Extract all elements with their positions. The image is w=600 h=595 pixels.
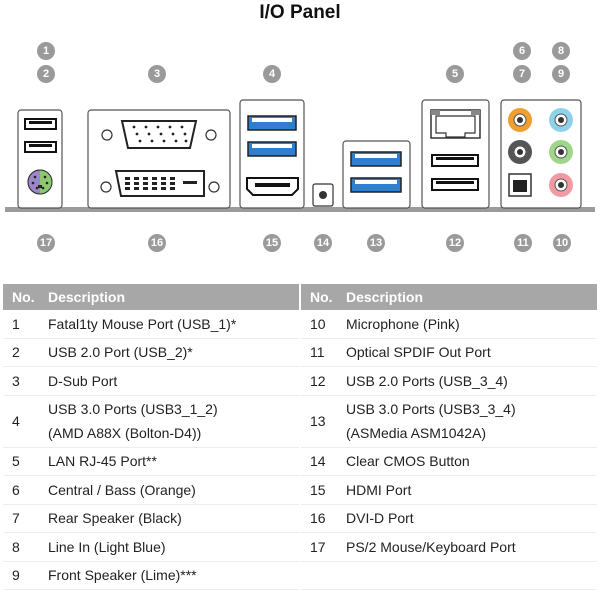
row-description: Rear Speaker (Black) [48, 510, 182, 527]
row-no: 3 [12, 372, 20, 389]
row-no: 9 [12, 567, 20, 584]
row-description: DVI-D Port [346, 510, 414, 527]
io-panel-diagram: 1 2 3 4 5 6 7 8 9 10 11 12 13 14 15 16 1… [0, 38, 600, 266]
callout-10: 10 [553, 234, 571, 252]
audio-stack [500, 99, 582, 209]
table-row: 16 DVI-D Port [301, 505, 597, 533]
row-description: HDMI Port [346, 481, 412, 498]
table-header: No. Description [3, 284, 299, 310]
table-header: No. Description [301, 284, 597, 310]
io-panel-illustration [5, 99, 595, 212]
table-row: 4 USB 3.0 Ports (USB3_1_2) (AMD A88X (Bolt… [3, 396, 299, 448]
header-no: No. [12, 289, 35, 305]
row-description: LAN RJ-45 Port** [48, 453, 157, 470]
table-row: 7 Rear Speaker (Black) [3, 505, 299, 533]
row-no: 1 [12, 315, 20, 332]
table-row: 13 USB 3.0 Ports (USB3_3_4) (ASMedia ASM10… [301, 396, 597, 448]
callout-12: 12 [446, 234, 464, 252]
table-row: 5 LAN RJ-45 Port** [3, 448, 299, 476]
row-description: D-Sub Port [48, 372, 118, 389]
usb3-hdmi-stack [239, 99, 305, 209]
callout-15: 15 [263, 234, 281, 252]
table-row: 6 Central / Bass (Orange) [3, 476, 299, 505]
row-description: PS/2 Mouse/Keyboard Port [346, 538, 516, 555]
panel-baseline [5, 207, 595, 212]
row-description: USB 3.0 Ports (USB3_1_2) [48, 401, 218, 417]
row-no: 6 [12, 481, 20, 498]
row-no: 10 [310, 315, 326, 332]
row-no: 14 [310, 453, 326, 470]
row-description: USB 2.0 Port (USB_2)* [48, 344, 193, 361]
callout-2: 2 [37, 65, 55, 83]
page-title: I/O Panel [259, 2, 341, 23]
callout-11: 11 [514, 234, 532, 252]
row-no: 8 [12, 538, 20, 555]
table-row: 12 USB 2.0 Ports (USB_3_4) [301, 367, 597, 396]
callout-17: 17 [37, 234, 55, 252]
table-row: 9 Front Speaker (Lime)*** [3, 562, 299, 590]
row-description: USB 3.0 Ports (USB3_3_4) [346, 401, 516, 417]
row-no: 7 [12, 510, 20, 527]
row-description-line2: (AMD A88X (Bolton-D4)) [48, 425, 202, 441]
table-row: 17 PS/2 Mouse/Keyboard Port [301, 533, 597, 562]
row-description: USB 2.0 Ports (USB_3_4) [346, 372, 508, 389]
table-row: 3 D-Sub Port [3, 367, 299, 396]
row-no: 12 [310, 372, 326, 389]
row-description: Microphone (Pink) [346, 315, 460, 332]
callout-5: 5 [446, 65, 464, 83]
row-no: 11 [310, 344, 325, 361]
callout-1: 1 [37, 42, 55, 60]
table-row-empty [301, 562, 597, 590]
row-no: 17 [310, 538, 326, 555]
row-no: 5 [12, 453, 20, 470]
row-description: Clear CMOS Button [346, 453, 470, 470]
usb-ps2-stack [17, 109, 63, 209]
callout-14: 14 [314, 234, 332, 252]
callout-4: 4 [263, 65, 281, 83]
lan-usb2-stack [421, 99, 490, 209]
vga-dvi-stack [87, 109, 231, 209]
row-description-line2: (ASMedia ASM1042A) [346, 425, 487, 441]
row-description: Fatal1ty Mouse Port (USB_1)* [48, 315, 237, 332]
table-row: 11 Optical SPDIF Out Port [301, 339, 597, 367]
row-description: Line In (Light Blue) [48, 538, 166, 555]
row-description: Central / Bass (Orange) [48, 481, 196, 498]
row-no: 2 [12, 344, 20, 361]
callout-9: 9 [552, 65, 570, 83]
header-description: Description [346, 289, 424, 305]
table-row: 2 USB 2.0 Port (USB_2)* [3, 339, 299, 367]
port-table-left: No. Description 1 Fatal1ty Mouse Port (US… [3, 284, 299, 590]
table-row: 10 Microphone (Pink) [301, 310, 597, 339]
row-description: Optical SPDIF Out Port [346, 344, 491, 361]
callout-16: 16 [148, 234, 166, 252]
callout-8: 8 [552, 42, 570, 60]
row-no: 13 [310, 413, 326, 429]
header-no: No. [310, 289, 333, 305]
callout-3: 3 [148, 65, 166, 83]
row-no: 4 [12, 413, 20, 429]
port-table-right: No. Description 10 Microphone (Pink) 11 Op… [301, 284, 597, 590]
callout-13: 13 [367, 234, 385, 252]
row-description: Front Speaker (Lime)*** [48, 567, 197, 584]
header-description: Description [48, 289, 126, 305]
callout-7: 7 [513, 65, 531, 83]
table-row: 1 Fatal1ty Mouse Port (USB_1)* [3, 310, 299, 339]
table-row: 8 Line In (Light Blue) [3, 533, 299, 562]
usb3-asmedia-stack [342, 140, 411, 209]
callout-6: 6 [513, 42, 531, 60]
table-row: 14 Clear CMOS Button [301, 448, 597, 476]
row-no: 16 [310, 510, 326, 527]
table-row: 15 HDMI Port [301, 476, 597, 505]
clear-cmos-button [312, 183, 334, 207]
row-no: 15 [310, 481, 326, 498]
